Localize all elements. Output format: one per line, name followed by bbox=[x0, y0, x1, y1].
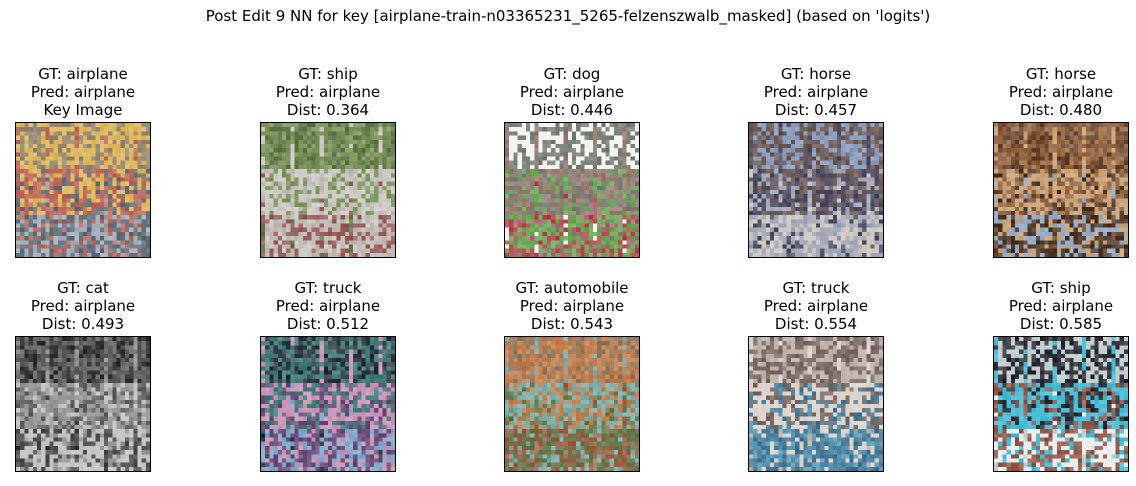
prediction-label: Pred: airplane bbox=[30, 83, 136, 101]
prediction-label: Pred: airplane bbox=[1008, 83, 1114, 101]
canal-boat-thumbnail bbox=[260, 122, 396, 258]
prediction-label: Pred: airplane bbox=[763, 297, 869, 315]
distance-label: Dist: 0.493 bbox=[41, 315, 125, 333]
boat-hull-thumbnail bbox=[993, 336, 1129, 472]
distance-label: Dist: 0.480 bbox=[1019, 101, 1103, 119]
prediction-label: Pred: airplane bbox=[519, 83, 625, 101]
ground-truth-label: GT: cat bbox=[57, 279, 109, 297]
people-truck-thumbnail bbox=[260, 336, 396, 472]
prediction-label: Pred: airplane bbox=[275, 83, 381, 101]
distance-label: Dist: 0.512 bbox=[286, 315, 370, 333]
ground-truth-label: GT: truck bbox=[294, 279, 362, 297]
ground-truth-label: GT: ship bbox=[298, 65, 358, 83]
truck-fleet-thumbnail bbox=[748, 336, 884, 472]
grayscale-cat-thumbnail bbox=[15, 336, 151, 472]
harbor-boat-thumbnail bbox=[15, 122, 151, 258]
prediction-label: Pred: airplane bbox=[763, 83, 869, 101]
ground-truth-label: GT: horse bbox=[780, 65, 852, 83]
ground-truth-label: GT: ship bbox=[1031, 279, 1091, 297]
ground-truth-label: GT: truck bbox=[782, 279, 850, 297]
ground-truth-label: GT: automobile bbox=[515, 279, 629, 297]
rusty-cars-thumbnail bbox=[504, 336, 640, 472]
ground-truth-label: GT: dog bbox=[543, 65, 601, 83]
distance-label: Dist: 0.543 bbox=[530, 315, 614, 333]
horse-window-thumbnail bbox=[993, 122, 1129, 258]
distance-label: Dist: 0.585 bbox=[1019, 315, 1103, 333]
prediction-label: Pred: airplane bbox=[1008, 297, 1114, 315]
prediction-label: Pred: airplane bbox=[275, 297, 381, 315]
ground-truth-label: GT: horse bbox=[1025, 65, 1097, 83]
dog-grass-thumbnail bbox=[504, 122, 640, 258]
prediction-label: Pred: airplane bbox=[30, 297, 136, 315]
prediction-label: Pred: airplane bbox=[519, 297, 625, 315]
horse-street-thumbnail bbox=[748, 122, 884, 258]
ground-truth-label: GT: airplane bbox=[38, 65, 128, 83]
key-image-label: Key Image bbox=[43, 101, 123, 119]
distance-label: Dist: 0.364 bbox=[286, 101, 370, 119]
distance-label: Dist: 0.457 bbox=[774, 101, 858, 119]
distance-label: Dist: 0.554 bbox=[774, 315, 858, 333]
distance-label: Dist: 0.446 bbox=[530, 101, 614, 119]
figure-title: Post Edit 9 NN for key [airplane-train-n… bbox=[205, 7, 931, 25]
